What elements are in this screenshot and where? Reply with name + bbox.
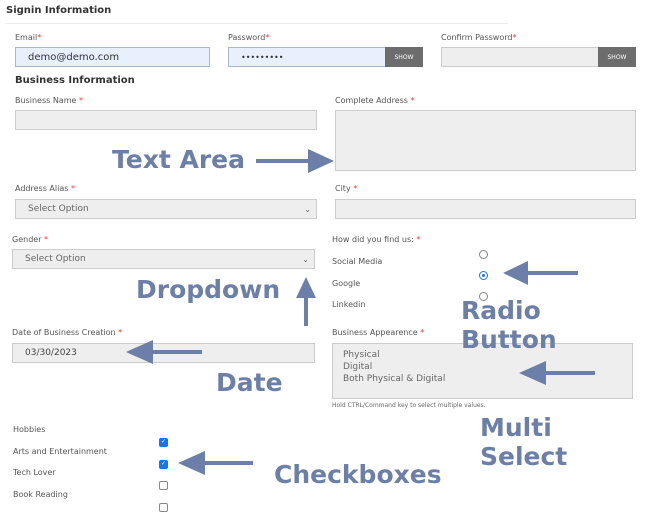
option-physical[interactable]: Physical [343,350,380,360]
option-digital[interactable]: Digital [343,362,373,372]
radio-google[interactable] [479,271,488,280]
divider [5,23,508,24]
find-label: How did you find us: * [332,235,421,244]
radio-linkedin[interactable] [479,292,488,301]
business-name-input[interactable] [15,110,317,130]
password-input[interactable]: ••••••••• [228,47,386,67]
hobby-label-tech: Tech Lover [13,468,56,477]
arrow-left-icon [503,261,578,285]
annotation-multi-select: Multi Select [480,413,568,471]
hobbies-label: Hobbies [13,425,46,434]
annotation-date: Date [216,368,283,397]
business-name-label: Business Name * [15,96,83,105]
arrow-left-icon [519,361,595,385]
alias-label: Address Alias * [15,184,75,193]
gender-select[interactable]: Select Option⌄ [12,249,315,269]
show-confirm-password-button[interactable]: SHOW [598,47,636,67]
checkbox-arts[interactable] [159,438,168,447]
email-input[interactable]: demo@demo.com [15,47,210,67]
checkbox-book[interactable] [159,481,168,490]
checkbox-tech[interactable] [159,460,168,469]
date-label: Date of Business Creation * [12,328,123,337]
alias-select[interactable]: Select Option⌄ [15,199,317,219]
address-textarea[interactable] [335,110,636,171]
hobby-label-book: Book Reading [13,490,68,499]
arrow-left-icon [178,451,253,475]
city-input[interactable] [335,199,636,219]
checkbox-other[interactable] [159,503,168,512]
chevron-down-icon: ⌄ [302,254,309,264]
hobby-label-arts: Arts and Entertainment [13,447,107,456]
annotation-radio: Radio Button [461,296,557,354]
radio-social-media[interactable] [479,250,488,259]
annotation-dropdown: Dropdown [136,275,281,304]
radio-label-google: Google [332,279,361,288]
appearance-label: Business Appearence * [332,328,425,337]
business-title: Business Information [15,75,135,86]
annotation-text-area: Text Area [112,145,245,174]
chevron-down-icon: ⌄ [304,204,311,214]
show-password-button[interactable]: SHOW [385,47,423,67]
option-both[interactable]: Both Physical & Digital [343,374,446,384]
multiselect-hint: Hold CTRL/Command key to select multiple… [332,402,486,409]
annotation-checkboxes: Checkboxes [274,460,442,489]
arrow-left-icon [126,340,202,364]
address-label: Complete Address * [335,96,415,105]
radio-label-social: Social Media [332,257,383,266]
arrow-right-icon [256,149,334,173]
email-label: Email* [15,33,42,42]
city-label: City * [335,184,358,193]
radio-label-linkedin: Linkedin [332,300,366,309]
password-label: Password* [228,33,270,42]
gender-label: Gender * [12,235,49,244]
confirm-password-label: Confirm Password* [441,33,517,42]
signin-title: Signin Information [6,5,112,16]
arrow-up-icon [296,277,316,326]
